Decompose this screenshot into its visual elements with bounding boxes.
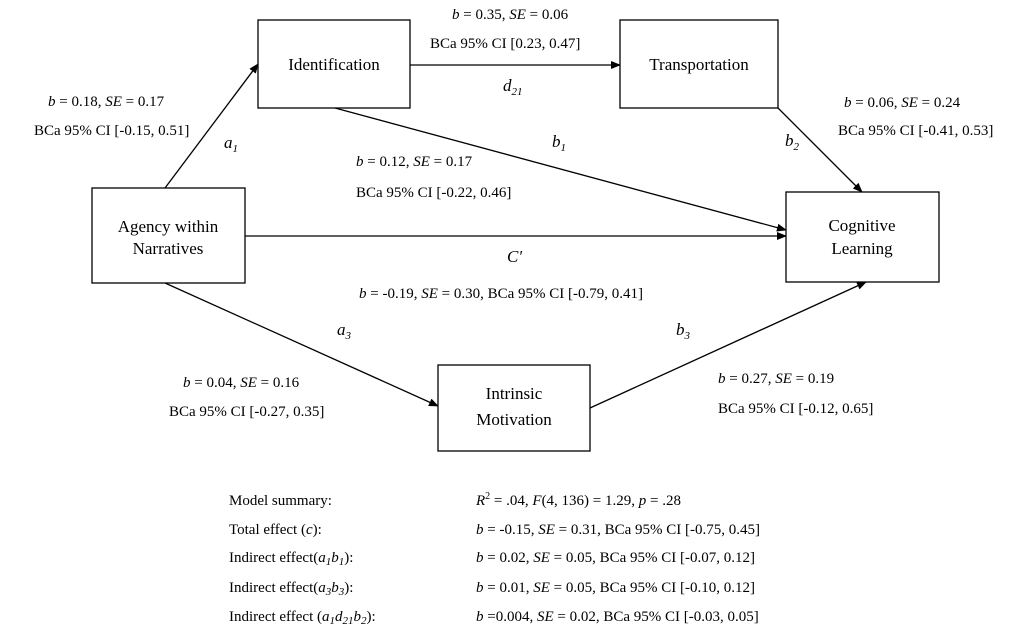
- path-label-a1: a1: [224, 133, 238, 155]
- summary-model-value: R2 = .04, F(4, 136) = 1.29, p = .28: [475, 491, 681, 509]
- edge-transportation-to-cognitive: [777, 107, 863, 193]
- stat-a3-ci: BCa 95% CI [-0.27, 0.35]: [169, 404, 324, 420]
- node-intrinsic: Intrinsic Motivation: [437, 364, 591, 452]
- summary-indirect1-label: Indirect effect(a1b1):: [229, 550, 353, 568]
- edge-agency-to-identification: [164, 63, 259, 189]
- stat-a1-ci: BCa 95% CI [-0.15, 0.51]: [34, 123, 189, 139]
- stat-b1-ci: BCa 95% CI [-0.22, 0.46]: [356, 185, 511, 201]
- stat-b3-b-se: b = 0.27, SE = 0.19: [718, 371, 834, 387]
- node-identification-label: Identification: [288, 55, 380, 74]
- stat-a3-b-se: b = 0.04, SE = 0.16: [183, 375, 300, 391]
- path-label-d21: d21: [503, 76, 523, 98]
- node-transportation-label: Transportation: [649, 55, 749, 74]
- path-label-b1: b1: [552, 132, 566, 154]
- node-intrinsic-label-line2: Motivation: [476, 410, 552, 429]
- edges: [164, 61, 867, 409]
- path-label-c-prime: C': [507, 247, 522, 266]
- summary-indirect2-value: b = 0.01, SE = 0.05, BCa 95% CI [-0.10, …: [476, 580, 755, 596]
- stat-b2-ci: BCa 95% CI [-0.41, 0.53]: [838, 123, 993, 139]
- path-label-a3: a3: [337, 320, 352, 342]
- summary-table: Model summary: R2 = .04, F(4, 136) = 1.2…: [229, 491, 760, 627]
- node-agency-label-line2: Narratives: [133, 239, 204, 258]
- stat-a1-b-se: b = 0.18, SE = 0.17: [48, 94, 165, 110]
- node-identification-box: [257, 19, 411, 109]
- stat-b1-b-se: b = 0.12, SE = 0.17: [356, 154, 473, 170]
- node-agency-label-line1: Agency within: [118, 217, 219, 236]
- stat-d21-ci: BCa 95% CI [0.23, 0.47]: [430, 36, 580, 52]
- edge-intrinsic-to-cognitive: [589, 281, 867, 409]
- stat-b2-b-se: b = 0.06, SE = 0.24: [844, 95, 961, 111]
- node-cognitive-label-line2: Learning: [831, 239, 893, 258]
- node-transportation: Transportation: [619, 19, 779, 109]
- edge-agency-to-intrinsic: [164, 282, 439, 407]
- summary-model-label: Model summary:: [229, 493, 332, 509]
- path-label-b3: b3: [676, 320, 691, 342]
- node-cognitive-label-line1: Cognitive: [828, 216, 895, 235]
- edge-identification-to-cognitive: [334, 107, 787, 232]
- node-transportation-box: [619, 19, 779, 109]
- summary-total-label: Total effect (c):: [229, 522, 322, 538]
- node-intrinsic-label-line1: Intrinsic: [486, 384, 543, 403]
- summary-total-value: b = -0.15, SE = 0.31, BCa 95% CI [-0.75,…: [476, 522, 760, 538]
- stat-c-prime: b = -0.19, SE = 0.30, BCa 95% CI [-0.79,…: [359, 286, 643, 302]
- node-cognitive-box: [785, 191, 940, 283]
- summary-indirect1-value: b = 0.02, SE = 0.05, BCa 95% CI [-0.07, …: [476, 550, 755, 566]
- path-label-b2: b2: [785, 131, 800, 153]
- stat-b3-ci: BCa 95% CI [-0.12, 0.65]: [718, 401, 873, 417]
- node-intrinsic-box: [437, 364, 591, 452]
- summary-indirect3-label: Indirect effect (a1d21b2):: [229, 609, 376, 627]
- node-identification: Identification: [257, 19, 411, 109]
- node-agency-box: [91, 187, 246, 284]
- summary-indirect2-label: Indirect effect(a3b3):: [229, 580, 353, 598]
- stat-d21-b-se: b = 0.35, SE = 0.06: [452, 7, 569, 23]
- summary-indirect3-value: b =0.004, SE = 0.02, BCa 95% CI [-0.03, …: [476, 609, 759, 625]
- node-agency: Agency within Narratives: [91, 187, 246, 284]
- node-cognitive: Cognitive Learning: [785, 191, 940, 283]
